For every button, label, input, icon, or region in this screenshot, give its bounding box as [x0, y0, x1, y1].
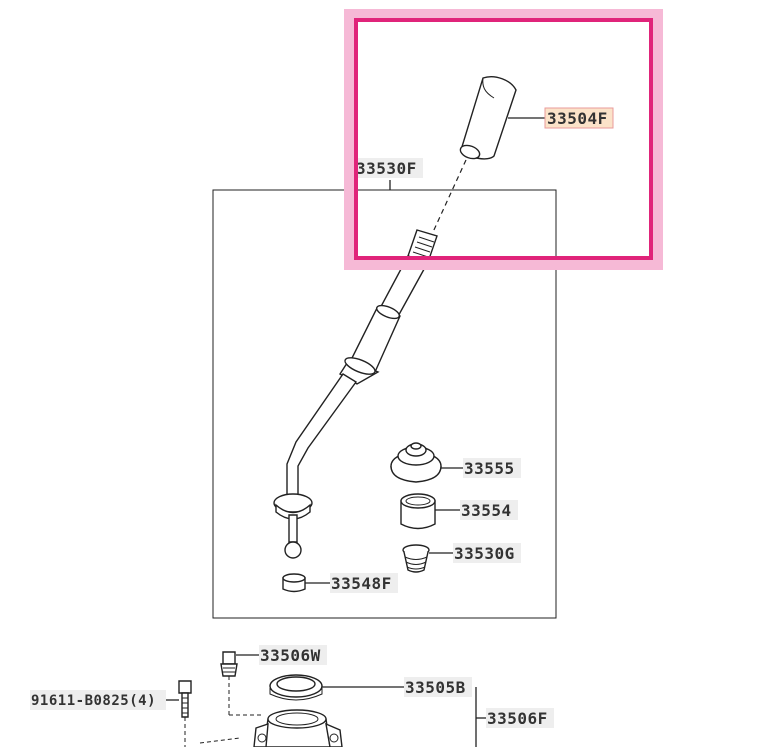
- part-91611-bolt[interactable]: [178, 680, 192, 718]
- label-bg-33555: [463, 458, 521, 478]
- label-33548F[interactable]: 33548F: [331, 574, 392, 593]
- label-33504F[interactable]: 33504F: [547, 109, 608, 128]
- label-bg-91611: [30, 690, 166, 710]
- part-33506F-housing[interactable]: [253, 709, 343, 747]
- part-33506W-plug[interactable]: [220, 651, 238, 677]
- label-bg-33530F: [355, 158, 423, 178]
- label-bg-33504F: [544, 107, 614, 129]
- label-bg-33505B: [404, 677, 472, 697]
- highlight-box: [354, 18, 653, 260]
- assembly-frame: [212, 189, 557, 619]
- label-bg-33548F: [330, 573, 398, 593]
- label-bg-33506F: [486, 708, 554, 728]
- part-33530G-spring[interactable]: [402, 544, 430, 573]
- label-33554[interactable]: 33554: [461, 501, 512, 520]
- label-33530G[interactable]: 33530G: [454, 544, 515, 563]
- part-33555-boot[interactable]: [390, 442, 442, 483]
- label-bg-33506W: [259, 645, 327, 665]
- label-bg-33530G: [453, 543, 521, 563]
- label-33505B[interactable]: 33505B: [405, 678, 466, 697]
- shift-knob[interactable]: [459, 76, 517, 161]
- label-bg-33554: [460, 500, 518, 520]
- part-33548F-seat[interactable]: [282, 573, 306, 593]
- assembly-dash-line: [432, 159, 467, 233]
- shift-lever[interactable]: [273, 229, 438, 559]
- part-33554-bushing[interactable]: [400, 493, 436, 530]
- label-33555[interactable]: 33555: [464, 459, 515, 478]
- highlight-box-outer: [344, 9, 663, 270]
- label-33506F[interactable]: 33506F: [487, 709, 548, 728]
- label-33506W[interactable]: 33506W: [260, 646, 321, 665]
- label-91611[interactable]: 91611-B0825(4): [31, 693, 156, 709]
- label-33530F[interactable]: 33530F: [356, 159, 417, 178]
- part-33505B-seal[interactable]: [269, 674, 323, 701]
- dash-91611-b: [199, 737, 241, 744]
